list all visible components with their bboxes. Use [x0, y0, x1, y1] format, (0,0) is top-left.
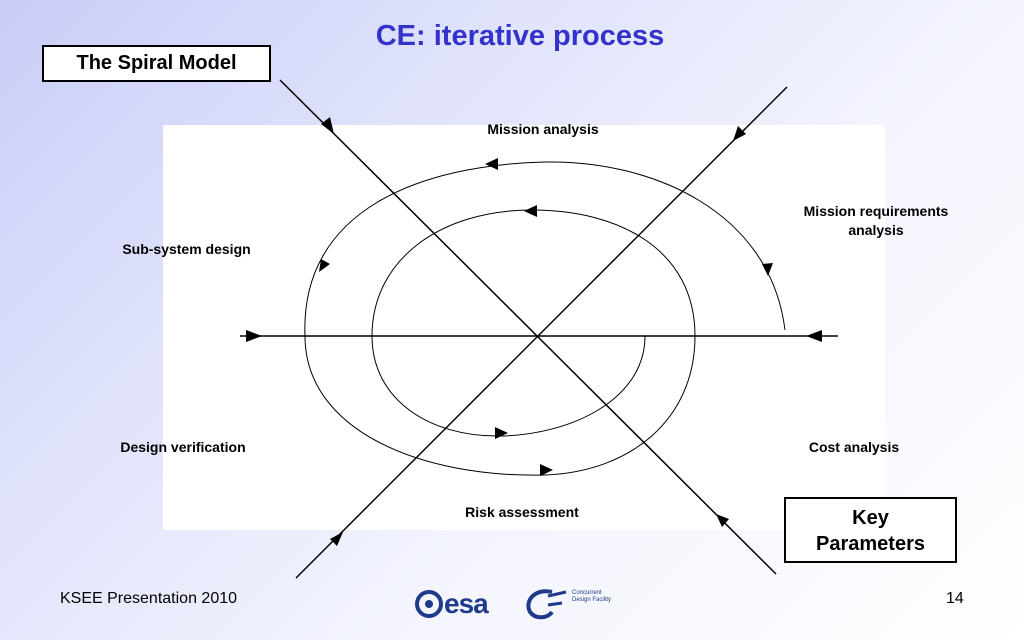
cdf-logo [526, 589, 567, 620]
slide-title: CE: iterative process [375, 20, 665, 52]
arrow-diag-bottomleft [330, 532, 343, 546]
esa-logo [415, 590, 443, 618]
label-mission-analysis: Mission analysis [487, 121, 599, 137]
arrow-diag-topleft [321, 117, 334, 134]
label-design-verification: Design verification [120, 439, 246, 455]
footer-presentation: KSEE Presentation 2010 [60, 590, 238, 607]
diagram-background [163, 125, 885, 530]
diagonal-axis-up [295, 86, 788, 579]
arrow-diag-bottomright [716, 514, 729, 527]
arrow-axis-left [246, 330, 262, 342]
esa-logo-text: esa [444, 588, 489, 619]
spiral-inner-bottom [371, 335, 646, 437]
page-number: 14 [946, 590, 964, 607]
label-risk-assessment: Risk assessment [465, 504, 579, 520]
arrow-axis-right [806, 330, 822, 342]
arrow-spiral-top-outer [485, 158, 498, 170]
spiral-outer-bottom [304, 335, 696, 476]
arrow-spiral-left [319, 259, 330, 272]
label-cost-analysis: Cost analysis [808, 439, 900, 455]
arrow-spiral-bottom-outer [540, 464, 553, 476]
label-mission-requirements: Mission requirements analysis [803, 203, 949, 238]
arrow-spiral-top-inner [524, 205, 537, 217]
diagonal-axis-down [279, 79, 777, 575]
key-parameters-box: Key Parameters [784, 497, 957, 563]
spiral-outer-top [304, 161, 786, 337]
arrow-spiral-bottom-inner [495, 427, 508, 439]
spiral-inner-top [371, 209, 696, 337]
arrow-diag-topright [733, 126, 746, 141]
cdf-logo-text-2: Design Facility [572, 597, 612, 603]
spiral-model-label: The Spiral Model [42, 45, 271, 82]
arrow-spiral-right [762, 263, 773, 276]
cdf-logo-text-1: Concurrent [572, 590, 602, 596]
label-subsystem-design: Sub-system design [122, 241, 251, 257]
